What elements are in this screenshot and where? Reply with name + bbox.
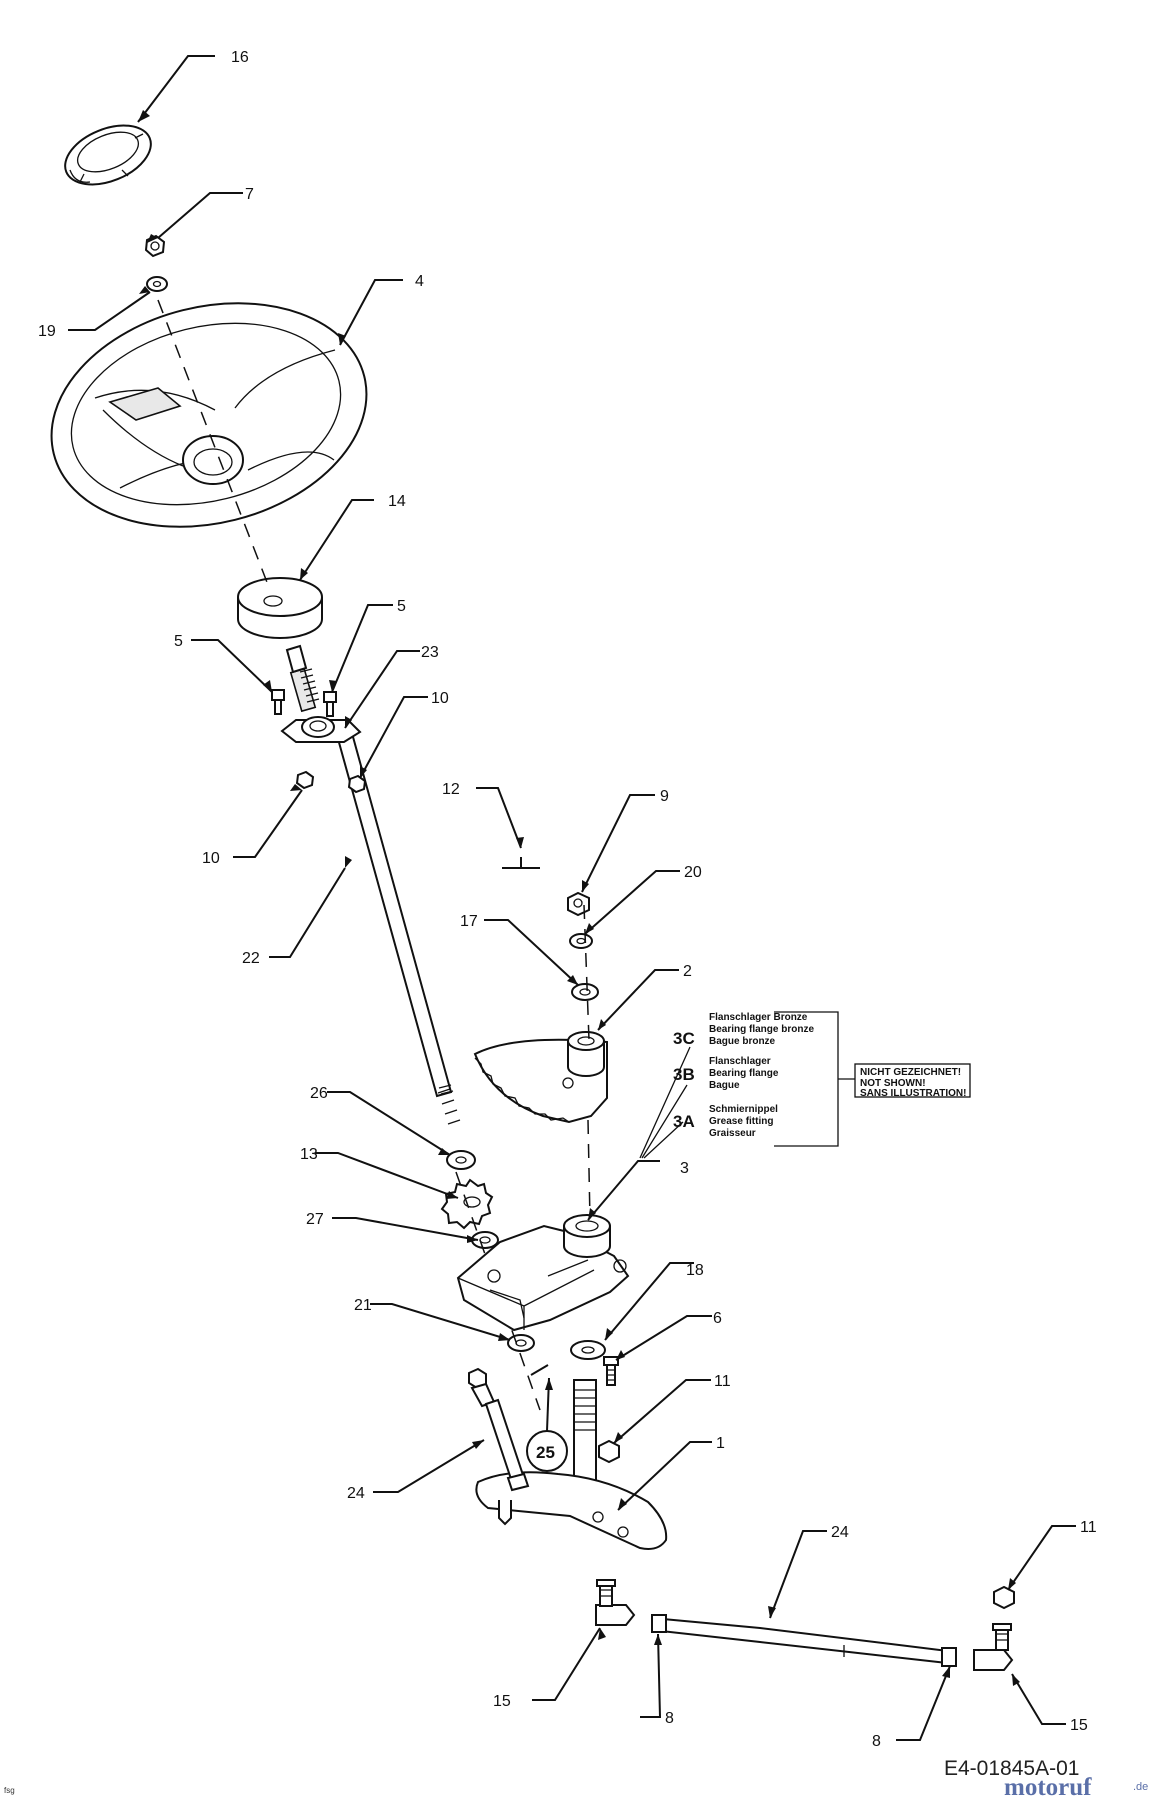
callout-10-upper: 10 — [431, 690, 449, 707]
callout-15-left: 15 — [493, 1693, 511, 1710]
part-6-bolt — [603, 1356, 619, 1386]
callout-24-lower: 24 — [831, 1524, 849, 1541]
part-21-washer — [507, 1334, 535, 1352]
callout-13: 13 — [300, 1146, 318, 1163]
callout-10-lower: 10 — [202, 850, 220, 867]
callout-4: 4 — [415, 273, 424, 290]
sub-part-3c-code: 3C — [673, 1029, 695, 1048]
not-shown-line-1: NICHT GEZEICHNET! — [860, 1067, 961, 1078]
sub-part-3c-line-2: Bearing flange bronze — [709, 1024, 814, 1035]
sub-part-3b-line-3: Bague — [709, 1080, 740, 1091]
callout-1: 1 — [716, 1435, 725, 1452]
callout-23: 23 — [421, 644, 439, 661]
arrowheads — [138, 110, 1020, 1686]
part-1-steering-arm — [475, 1379, 668, 1550]
callout-5-left: 5 — [174, 633, 183, 650]
callout-17: 17 — [460, 913, 478, 930]
brand-logo: motoruf — [1004, 1774, 1092, 1801]
sub-part-bracket — [639, 1011, 971, 1159]
callout-5-right: 5 — [397, 598, 406, 615]
part-2-sector-gear — [473, 1031, 608, 1124]
callout-15-right: 15 — [1070, 1717, 1088, 1734]
corner-tag: fsg — [4, 1786, 15, 1795]
callout-6: 6 — [713, 1310, 722, 1327]
callout-26: 26 — [310, 1085, 328, 1102]
part-15-ball-joint-right — [973, 1623, 1014, 1671]
not-shown-line-2: NOT SHOWN! — [860, 1078, 926, 1089]
part-23-flange-bearing — [280, 716, 362, 743]
callout-8-right: 8 — [872, 1733, 881, 1750]
callout-11-lower: 11 — [1080, 1519, 1097, 1536]
callout-21: 21 — [354, 1297, 372, 1314]
part-17-washer — [571, 983, 599, 1001]
part-19-washer — [146, 276, 168, 292]
callout-25: 25 — [536, 1443, 555, 1462]
sub-part-3a-line-2: Grease fitting — [709, 1116, 773, 1127]
callout-7: 7 — [245, 186, 254, 203]
part-20-washer — [569, 933, 593, 949]
callout-labels: 16 7 19 4 14 5 5 23 10 10 22 12 9 20 17 … — [38, 49, 1097, 1750]
part-10-nut-left — [295, 770, 315, 790]
sub-part-3b-code: 3B — [673, 1065, 695, 1084]
part-16-cap — [64, 124, 152, 186]
callout-3: 3 — [680, 1160, 689, 1177]
callout-2: 2 — [683, 963, 692, 980]
part-18-washer — [570, 1340, 606, 1360]
callout-11-upper: 11 — [714, 1373, 731, 1390]
part-24-tie-rod — [651, 1614, 957, 1667]
drawing-code: E4-01845A-01 — [944, 1757, 1080, 1780]
brand-tld: .de — [1133, 1781, 1149, 1793]
callout-14: 14 — [388, 493, 406, 510]
callout-8-left: 8 — [665, 1710, 674, 1727]
sub-part-3a-code: 3A — [673, 1112, 695, 1131]
part-11-nut-upper — [598, 1439, 620, 1464]
part-9-nut — [567, 891, 590, 917]
sub-part-3a-line-1: Schmiernippel — [709, 1104, 778, 1115]
callout-24-upper: 24 — [347, 1485, 365, 1502]
callout-16: 16 — [231, 49, 249, 66]
callout-9: 9 — [660, 788, 669, 805]
part-24-drag-link-upper — [468, 1367, 530, 1492]
part-14-spacer — [237, 577, 323, 639]
sub-part-legend: 3C Flanschlager Bronze Bearing flange br… — [673, 1012, 966, 1139]
part-26-washer — [446, 1150, 476, 1170]
sub-part-3b-line-1: Flanschlager — [709, 1056, 771, 1067]
callout-22: 22 — [242, 950, 260, 967]
sub-part-3b-line-2: Bearing flange — [709, 1068, 779, 1079]
part-5-screw-left — [271, 689, 285, 715]
not-shown-line-3: SANS ILLUSTRATION! — [860, 1088, 966, 1099]
part-4-steering-wheel — [50, 302, 368, 528]
callout-20: 20 — [684, 864, 702, 881]
part-11-nut-lower — [993, 1585, 1015, 1610]
callout-12: 12 — [442, 781, 460, 798]
leader-lines — [68, 55, 1076, 1741]
part-12-marker — [502, 857, 540, 869]
part-5-screw-right — [323, 691, 337, 717]
sub-part-3c-line-1: Flanschlager Bronze — [709, 1012, 808, 1023]
callout-27: 27 — [306, 1211, 324, 1228]
part-15-ball-joint-left — [595, 1579, 636, 1626]
sub-part-3a-line-3: Graisseur — [709, 1128, 756, 1139]
part-3-steering-bracket — [456, 1214, 630, 1332]
callout-18: 18 — [686, 1262, 704, 1279]
part-10-nut-right — [347, 774, 367, 794]
sub-part-3c-line-3: Bague bronze — [709, 1036, 776, 1047]
callout-19: 19 — [38, 323, 56, 340]
